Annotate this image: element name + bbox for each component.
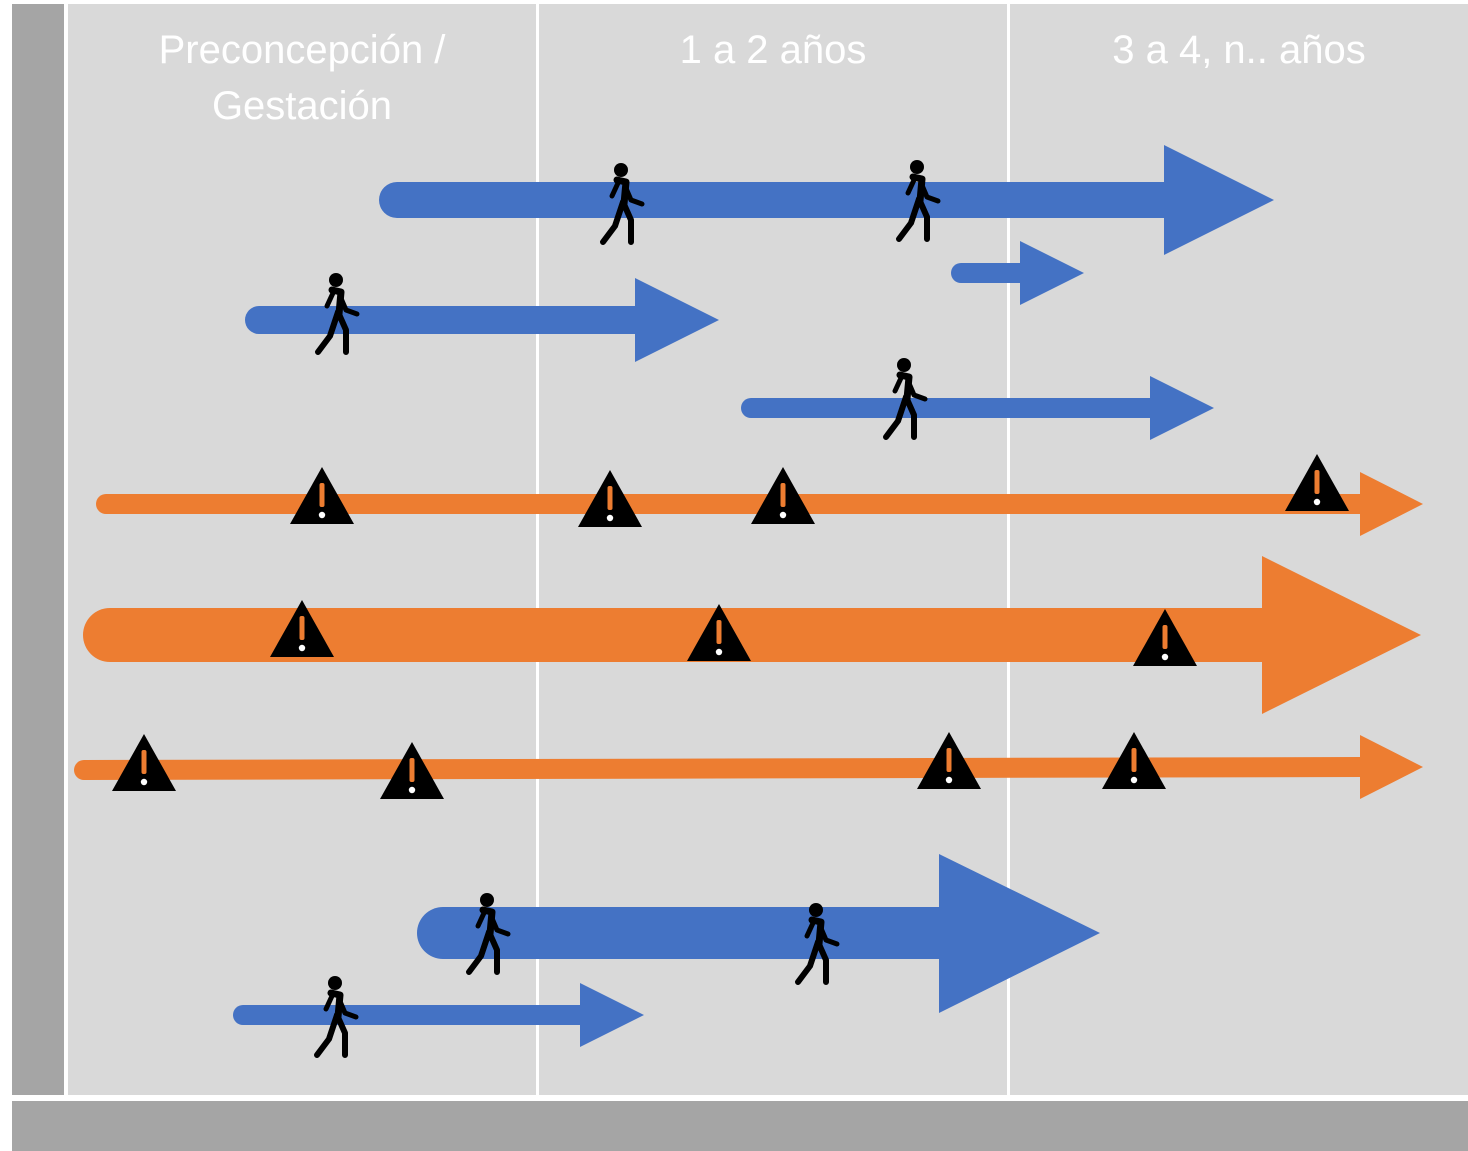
- protective-arrow-1: [379, 145, 1274, 255]
- column-title-preconception: Preconcepción / Gestación: [158, 28, 446, 128]
- column-title-3-4-years: 3 a 4, n.. años: [1112, 28, 1366, 72]
- left-axis-bar: [12, 4, 64, 1095]
- protective-arrow-6: [233, 983, 644, 1047]
- bottom-axis-bar: [12, 1101, 1468, 1151]
- protective-arrow-5: [417, 854, 1100, 1013]
- walking-person-icon: [886, 358, 925, 437]
- column-title-1-2-years: 1 a 2 años: [679, 28, 867, 72]
- protective-arrow-4: [741, 376, 1214, 440]
- warning-triangle-icon: [1285, 454, 1349, 511]
- risk-arrow-3: [74, 735, 1423, 799]
- protective-arrow-2: [951, 241, 1084, 305]
- protective-arrows: [233, 145, 1274, 1047]
- protective-arrow-3: [245, 278, 719, 362]
